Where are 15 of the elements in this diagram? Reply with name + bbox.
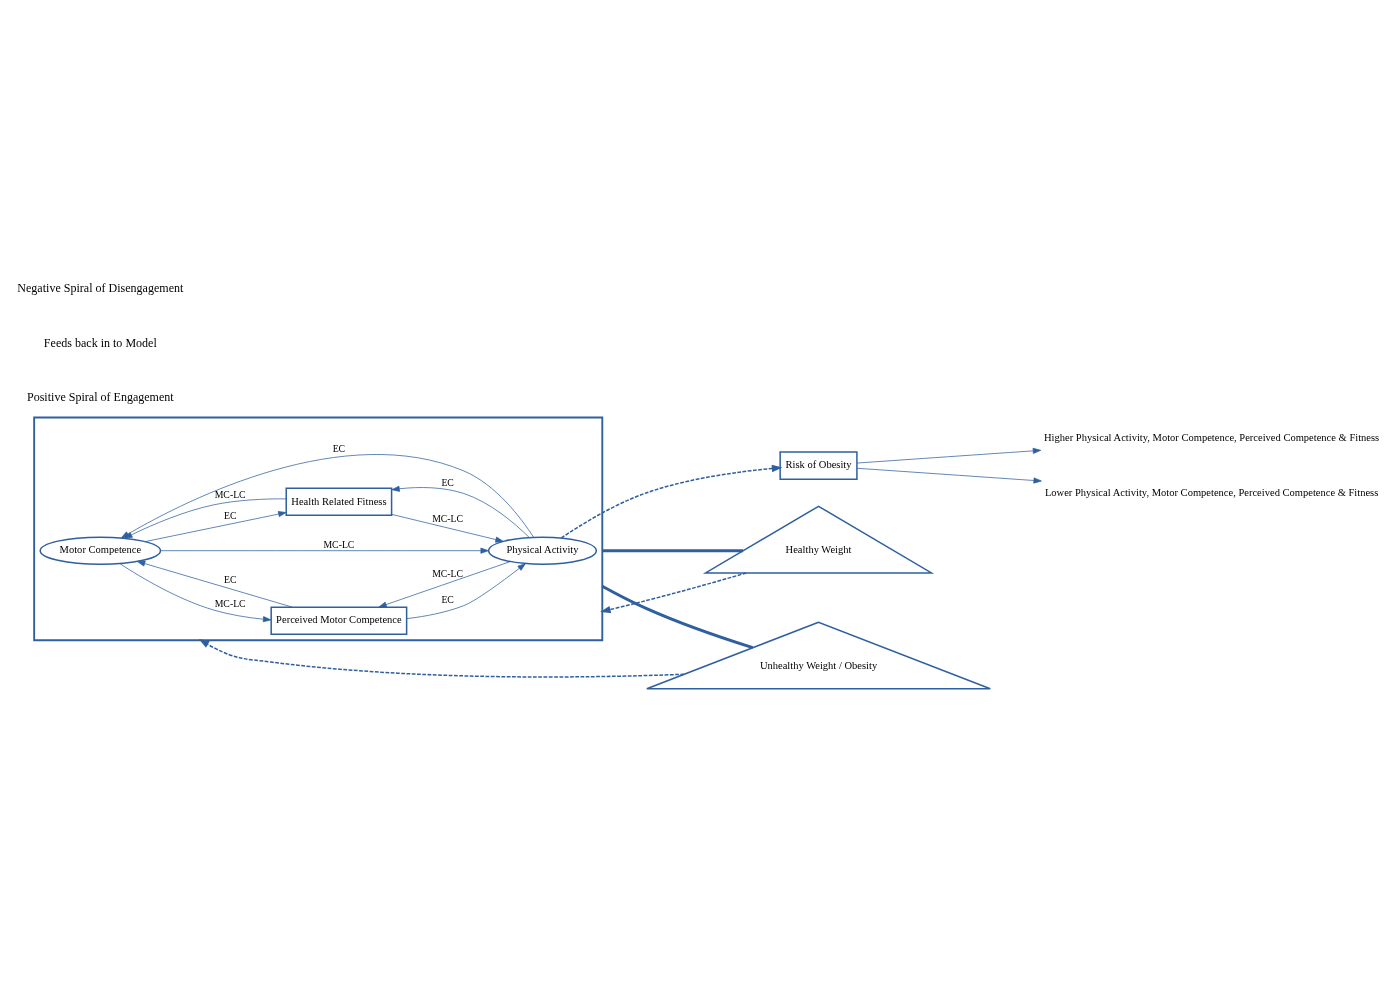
node-text: Higher Physical Activity, Motor Competence, Perceived Competence & Fitness xyxy=(1044,431,1380,443)
edge-label: MC-LC xyxy=(214,488,246,500)
edge-label: MC-LC xyxy=(432,567,464,579)
label: Feeds back in to Model xyxy=(43,335,157,350)
edge-label: MC-LC xyxy=(214,597,246,609)
edge-label: EC xyxy=(223,509,237,521)
node-text: Lower Physical Activity, Motor Competence, Perceived Competence & Fitness xyxy=(1044,486,1379,498)
edge-label: EC xyxy=(223,573,237,585)
label: Negative Spiral of Disengagement xyxy=(17,280,184,295)
label: Positive Spiral of Engagement xyxy=(26,389,174,404)
edge-label: EC xyxy=(441,476,454,488)
edge-label: EC xyxy=(332,442,346,454)
edge-label: EC xyxy=(441,593,454,605)
edge-label: MC-LC xyxy=(432,512,464,524)
edge-label: MC-LC xyxy=(323,538,355,550)
